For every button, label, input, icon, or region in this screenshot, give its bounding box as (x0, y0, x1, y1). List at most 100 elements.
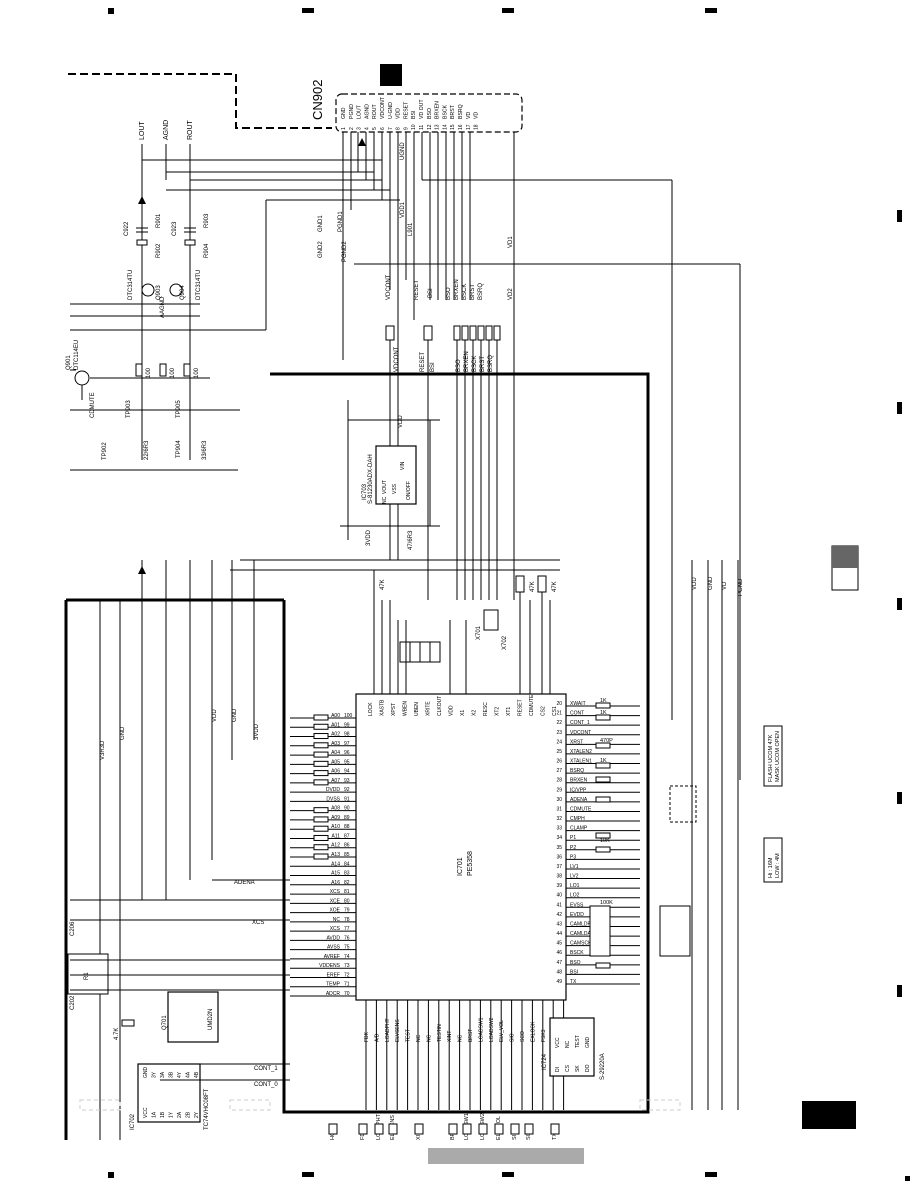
ic701-left-pin: A11 (331, 833, 340, 839)
svg-text:CONT_1: CONT_1 (254, 1066, 278, 1072)
bottom-signal-label: TX (552, 1133, 558, 1140)
ic701-left-pin: A00 (331, 713, 340, 719)
resistor (595, 762, 611, 769)
ic701-bottom-pin: NC (458, 1034, 464, 1042)
svg-text:TP902: TP902 (102, 442, 108, 460)
ic701-left-pin-number: 80 (344, 898, 350, 904)
ic701-bottom-pin: LOADPHT (385, 1018, 391, 1042)
ic724-pin: TEST (575, 1035, 581, 1048)
ic701-left-pin-number: 88 (344, 824, 350, 830)
connector-pin-number: 1 (341, 127, 347, 130)
ic701-left-pin-number: 91 (344, 796, 350, 802)
svg-text:3VDD: 3VDD (254, 723, 260, 740)
svg-text:VD1: VD1 (508, 236, 514, 248)
ic701-right-pin: XWAIT (570, 701, 586, 707)
svg-text:IC703: IC703 (362, 483, 368, 500)
svg-text:100: 100 (146, 367, 152, 378)
ic701-bottom-pin: SIO (510, 1033, 516, 1042)
svg-text:VDCONT: VDCONT (386, 274, 392, 300)
ic701-left-pin: NC (333, 917, 341, 923)
ic701-right-pin-number: 37 (556, 864, 562, 870)
ic701-top-pin: XT1 (506, 707, 512, 716)
regulator-ic703: IC703 S-81230ADX-DAH VIN VOUT VSS ON/OFF… (340, 400, 440, 550)
ic701-top-pin: XASTB (380, 699, 386, 716)
svg-text:PGND2: PGND2 (342, 241, 348, 262)
ic701-left-pin-number: 94 (344, 769, 350, 775)
ic701-left-pin: DVDD (326, 787, 341, 793)
footer-bar (428, 1148, 584, 1164)
ic701-left-pin-number: 74 (344, 954, 350, 960)
ic701-left-pin: A04 (331, 750, 340, 756)
ic701-right-pin: CDMUTE (570, 806, 592, 812)
svg-text:NC: NC (382, 496, 388, 504)
svg-text:GND1: GND1 (318, 215, 324, 232)
oscillator-section: X701 X702 47K 47K 47K (373, 570, 558, 694)
ic701-right-pin-number: 23 (556, 730, 562, 736)
ic701-left-pin-number: 71 (344, 982, 350, 988)
bottom-signal-label: SIO (512, 1130, 518, 1140)
svg-text:Q901: Q901 (66, 355, 72, 370)
ic701-left-pin-number: 81 (344, 889, 350, 895)
ic701-left-pin: A09 (331, 815, 340, 821)
ic701-left-pin-number: 97 (344, 741, 350, 747)
svg-text:AAGND: AAGND (160, 296, 166, 318)
connector-pin-number: 17 (466, 124, 472, 130)
ic701-right-pin-number: 49 (556, 979, 562, 985)
ic701-bottom-pin: TEST (406, 1029, 412, 1042)
side-tab (831, 545, 859, 591)
svg-text:R901: R901 (156, 213, 162, 228)
svg-text:V3R3D: V3R3D (100, 740, 106, 760)
ic701-left-pin: A08 (331, 806, 340, 812)
svg-text:R902: R902 (156, 243, 162, 258)
connector-ref: CN902 (310, 80, 325, 120)
ic701-right-pin-number: 34 (556, 835, 562, 841)
ic702-pin: 1Y (169, 1111, 175, 1118)
svg-text:ADENA: ADENA (234, 880, 255, 886)
svg-text:GND: GND (120, 726, 126, 740)
ic724-pin: CS (565, 1064, 571, 1072)
ic701-right-pin-number: 33 (556, 826, 562, 832)
ic701-left-pin-number: 95 (344, 759, 350, 765)
svg-text:DTC114EU: DTC114EU (74, 340, 80, 370)
supply-rails: V3R3D GND VDD GND 3VDD VDD GND VD PGND (99, 559, 744, 1140)
svg-text:BRST: BRST (470, 284, 476, 300)
connector-pin-name: RESET (403, 101, 409, 119)
ic701-right-pin-number: 20 (556, 701, 562, 707)
connector-pin-name: VD (474, 112, 480, 119)
ic701-top-pin: RESC (483, 702, 489, 716)
ic701-right-pin: BSCK (570, 950, 584, 956)
ic701-top-pin: RESET (518, 699, 524, 716)
ic701-right-pin: LO2 (570, 893, 580, 899)
ic701-left-pin-number: 79 (344, 908, 350, 914)
ic701-left-pin-number: 84 (344, 861, 350, 867)
connector-pin-number: 4 (364, 127, 370, 130)
ic701-right-pin: BRXEN (570, 778, 588, 784)
ic701-left-pin: A12 (331, 843, 340, 849)
connector-pin-number: 9 (403, 127, 409, 130)
ic701-top-pin: XPST (391, 703, 397, 716)
ic701-bottom-pin: LOADSW1 (478, 1017, 484, 1042)
svg-text:BSI: BSI (428, 288, 434, 298)
ic701-right-pin-number: 25 (556, 749, 562, 755)
ic701-left-pin-number: 87 (344, 833, 350, 839)
ic701-left-pin-number: 82 (344, 880, 350, 886)
svg-text:VDCONT: VDCONT (394, 346, 400, 372)
ic701-top-pin: XT2 (495, 707, 501, 716)
ic701-right-pin-number: 36 (556, 854, 562, 860)
connector-pin-number: 11 (419, 125, 425, 130)
ic701-bottom-pin: ELVSENS (395, 1019, 401, 1042)
ic701-left-pin: AVREF (324, 954, 340, 960)
connector-gnd-labels: GND1 PGND1 GND2 PGND2 VDD1 L901 UGND VD1… (318, 142, 514, 300)
ic701-right-pin: CAMSCK (570, 941, 592, 947)
main-frame-top (270, 372, 650, 600)
page-marker-block (380, 64, 402, 86)
rout-label: ROUT (187, 119, 194, 140)
resistor (595, 962, 611, 969)
ic701-right-pin-number: 41 (556, 902, 562, 908)
ic702-pin: VCC (143, 1107, 149, 1118)
page-number-block (802, 1101, 856, 1129)
ic701-right-pin-number: 24 (556, 739, 562, 745)
flash-note-2: MASK UCOM OPEN (775, 731, 781, 782)
